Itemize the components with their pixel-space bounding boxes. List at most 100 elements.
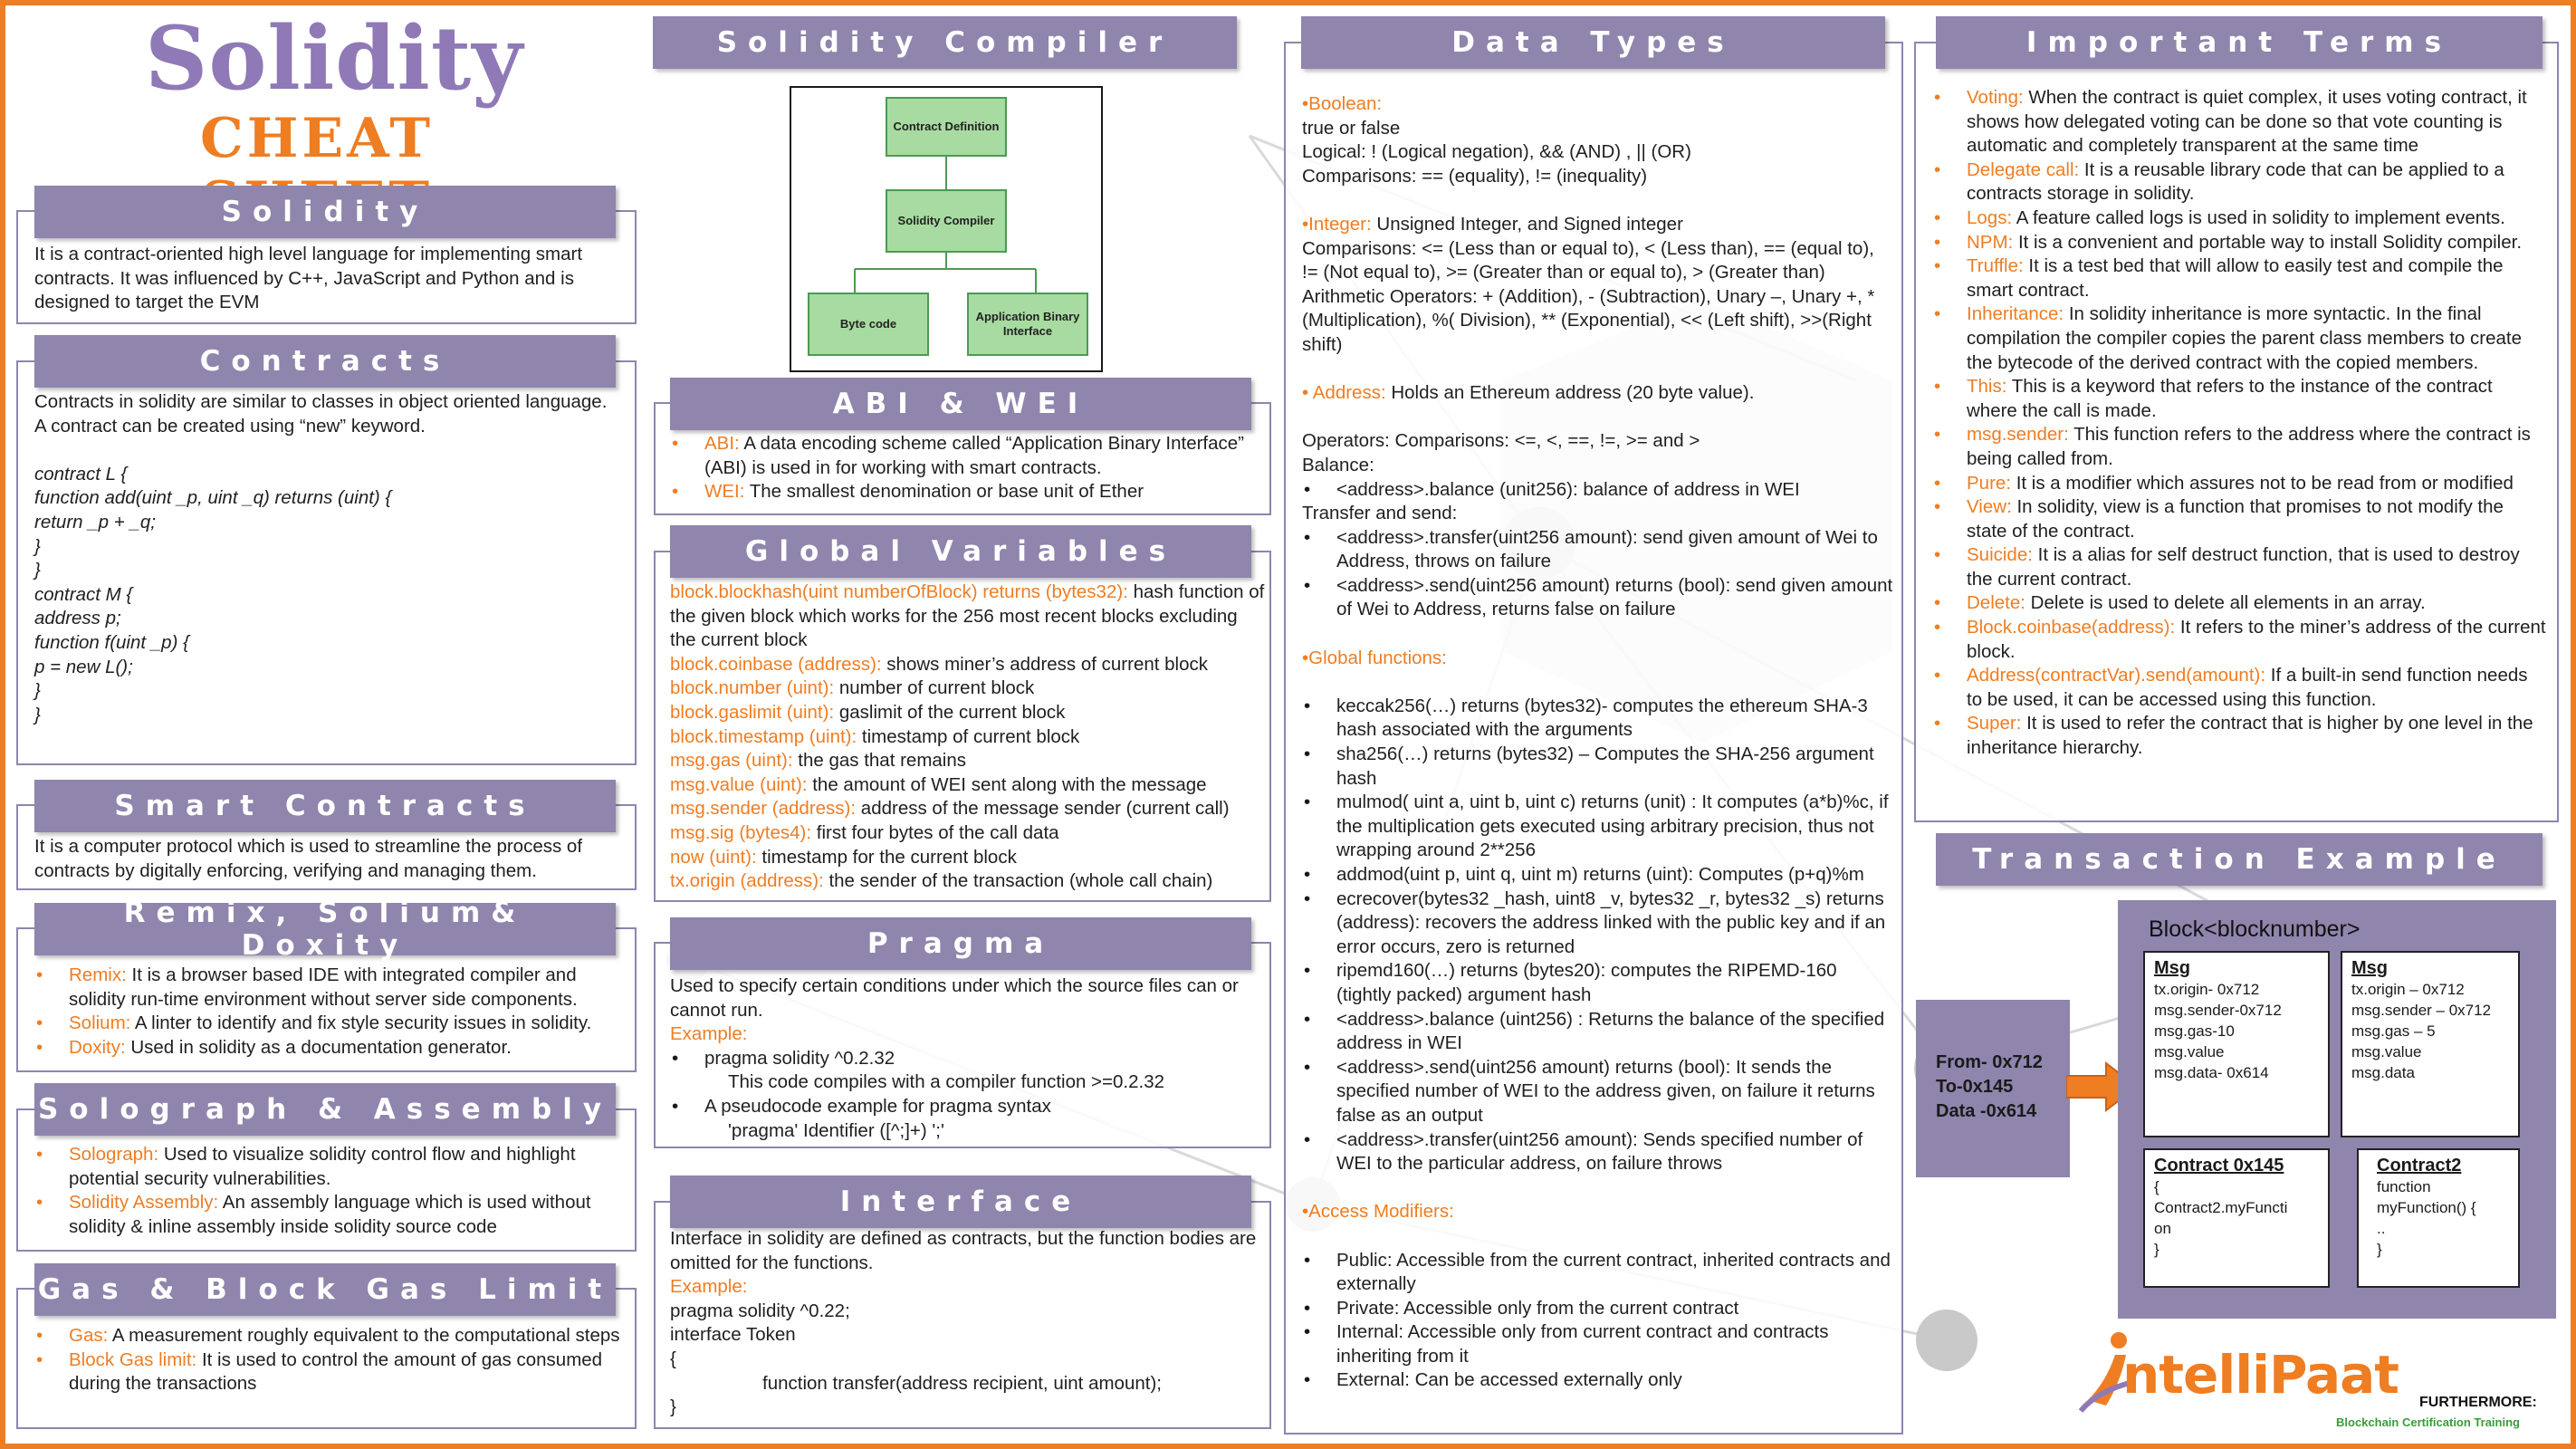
terms-heading: Important Terms (1936, 16, 2542, 69)
operators-line: Operators: Comparisons: <=, <, ==, !=, >… (1302, 430, 1700, 452)
pragma-line: A pseudocode example for pragma syntax (704, 1095, 1051, 1117)
desc: In solidity, view is a function that pro… (1967, 496, 2504, 542)
list-item: <address>.balance (uint256) : Returns th… (1302, 1008, 1895, 1056)
msg-line: msg.gas – 5 (2351, 1022, 2436, 1040)
contracts-intro-1: Contracts in solidity are similar to cla… (34, 391, 608, 412)
contract-line: function (2377, 1178, 2431, 1195)
access-modifiers-label: •Access Modifiers: (1302, 1201, 1454, 1223)
term: now (uint): (670, 846, 757, 868)
desc: It is a alias for self destruct function… (1967, 544, 2520, 590)
block-container: Block<blocknumber> Msg tx.origin- 0x712 … (2118, 900, 2556, 1319)
msg-line: msg.sender-0x712 (2154, 1002, 2282, 1019)
contract-line: myFunction() { (2377, 1199, 2476, 1216)
block-title: Block<blocknumber> (2149, 916, 2361, 942)
list-item: Solidity Assembly: An assembly language … (34, 1191, 623, 1239)
code-line: } (670, 1396, 676, 1418)
msg-line: tx.origin – 0x712 (2351, 981, 2465, 998)
contract-box-2: Contract2 function myFunction() { .. } (2357, 1148, 2520, 1288)
desc: shows miner’s address of current block (881, 653, 1209, 675)
flow-node-contract-definition: Contract Definition (886, 97, 1007, 157)
smart-contracts-body: It is a computer protocol which is used … (34, 836, 583, 881)
list-item: External: Can be accessed externally onl… (1302, 1368, 1895, 1393)
desc: It is a test bed that will allow to easi… (1967, 255, 2504, 301)
desc: hash function of the given block which w… (670, 581, 1265, 651)
contract-line: Contract2.myFuncti (2154, 1199, 2288, 1216)
contract-line: .. (2377, 1220, 2386, 1237)
term: Inheritance: (1967, 303, 2064, 325)
term: Doxity: (69, 1036, 126, 1058)
term: Solidity Assembly: (69, 1192, 219, 1214)
logo-figure-icon (2079, 1332, 2134, 1413)
list-item: Solograph: Used to visualize solidity co… (34, 1143, 623, 1191)
code-line: } (34, 560, 41, 581)
desc: timestamp of current block (857, 725, 1080, 747)
desc: gaslimit of the current block (834, 701, 1066, 723)
logo-text: ntelliPaat (2122, 1344, 2399, 1406)
list-item: This: This is a keyword that refers to t… (1932, 375, 2548, 423)
contract-title: Contract 0x145 (2154, 1156, 2284, 1176)
msg-title: Msg (2351, 958, 2388, 978)
desc: the amount of WEI sent along with the me… (807, 773, 1207, 795)
desc: the sender of the transaction (whole cal… (823, 870, 1213, 892)
data-types-body: •Boolean: true or false Logical: ! (Logi… (1302, 92, 1895, 1393)
boolean-line: true or false (1302, 117, 1401, 139)
term: block.gaslimit (uint): (670, 701, 835, 723)
term: Block Gas limit: (69, 1348, 197, 1370)
contracts-heading: Contracts (34, 335, 616, 388)
desc: Delete is used to delete all elements in… (2025, 592, 2426, 614)
term: block.blockhash(uint numberOfBlock) retu… (670, 581, 1128, 602)
desc: It refers to the miner’s address of the … (1967, 617, 2546, 662)
desc: In solidity inheritance is more syntacti… (1967, 303, 2523, 373)
flow-node-byte-code: Byte code (808, 293, 929, 356)
desc: A measurement roughly equivalent to the … (108, 1325, 620, 1346)
contracts-intro-2: A contract can be created using “new” ke… (34, 415, 426, 437)
global-vars-heading: Global Variables (670, 525, 1251, 578)
gas-heading: Gas & Block Gas Limit (34, 1263, 616, 1316)
term: block.number (uint): (670, 677, 835, 699)
desc: A linter to identify and fix style secur… (130, 1012, 592, 1034)
integer-label: •Integer: (1302, 213, 1372, 235)
msg-box-2: Msg tx.origin – 0x712 msg.sender – 0x712… (2341, 951, 2520, 1137)
desc: A feature called logs is used in solidit… (2012, 206, 2505, 228)
list-item: Delegate call: It is a reusable library … (1932, 158, 2548, 206)
desc: This is a keyword that refers to the ins… (1967, 376, 2493, 421)
compiler-heading: Solidity Compiler (653, 16, 1237, 69)
interface-example-label: Example: (670, 1276, 748, 1298)
desc: number of current block (834, 677, 1035, 699)
furthermore-label: FURTHERMORE: (2419, 1395, 2537, 1410)
term: msg.value (uint): (670, 773, 808, 795)
pragma-subline: This code compiles with a compiler funct… (728, 1071, 1165, 1093)
transfer-label: Transfer and send: (1302, 503, 1458, 524)
boolean-line: Logical: ! (Logical negation), && (AND) … (1302, 141, 1691, 163)
code-line: function transfer(address recipient, uin… (762, 1372, 1162, 1394)
pragma-desc: Used to specify certain conditions under… (670, 975, 1239, 1021)
solograph-heading: Solograph & Assembly (34, 1083, 616, 1136)
data-line: Data -0x614 (1936, 1101, 2037, 1121)
list-item: Super: It is used to refer the contract … (1932, 712, 2548, 760)
pragma-subline: 'pragma' Identifier ([^;]+) ';' (728, 1119, 944, 1141)
compiler-flowchart: Contract Definition Solidity Compiler By… (790, 86, 1103, 372)
msg-line: tx.origin- 0x712 (2154, 981, 2260, 998)
list-item: Pure: It is a modifier which assures not… (1932, 472, 2548, 496)
list-item: now (uint): timestamp for the current bl… (670, 846, 1268, 870)
term: This: (1967, 376, 2007, 398)
desc: address of the message sender (current c… (856, 798, 1230, 820)
list-item: Inheritance: In solidity inheritance is … (1932, 302, 2548, 375)
list-item: <address>.balance (unit256): balance of … (1302, 478, 1895, 503)
intellipaat-logo: ntelliPaat (2079, 1328, 2399, 1427)
desc: An assembly language which is used witho… (69, 1192, 591, 1237)
code-line: interface Token (670, 1324, 796, 1346)
term: msg.sig (bytes4): (670, 821, 812, 843)
list-item: <address>.transfer(uint256 amount): Send… (1302, 1128, 1895, 1176)
abi-heading: ABI & WEI (670, 378, 1251, 430)
code-line: pragma solidity ^0.22; (670, 1300, 850, 1321)
solidity-heading: Solidity (34, 186, 616, 238)
list-item: tx.origin (address): the sender of the t… (670, 869, 1268, 894)
contract-line: } (2154, 1241, 2159, 1258)
list-item: msg.sig (bytes4): first four bytes of th… (670, 821, 1268, 846)
term: View: (1967, 496, 2012, 518)
contract-line: } (2377, 1241, 2382, 1258)
term: Delete: (1967, 592, 2025, 614)
code-line: } (34, 680, 41, 702)
smart-contracts-heading: Smart Contracts (34, 780, 616, 832)
